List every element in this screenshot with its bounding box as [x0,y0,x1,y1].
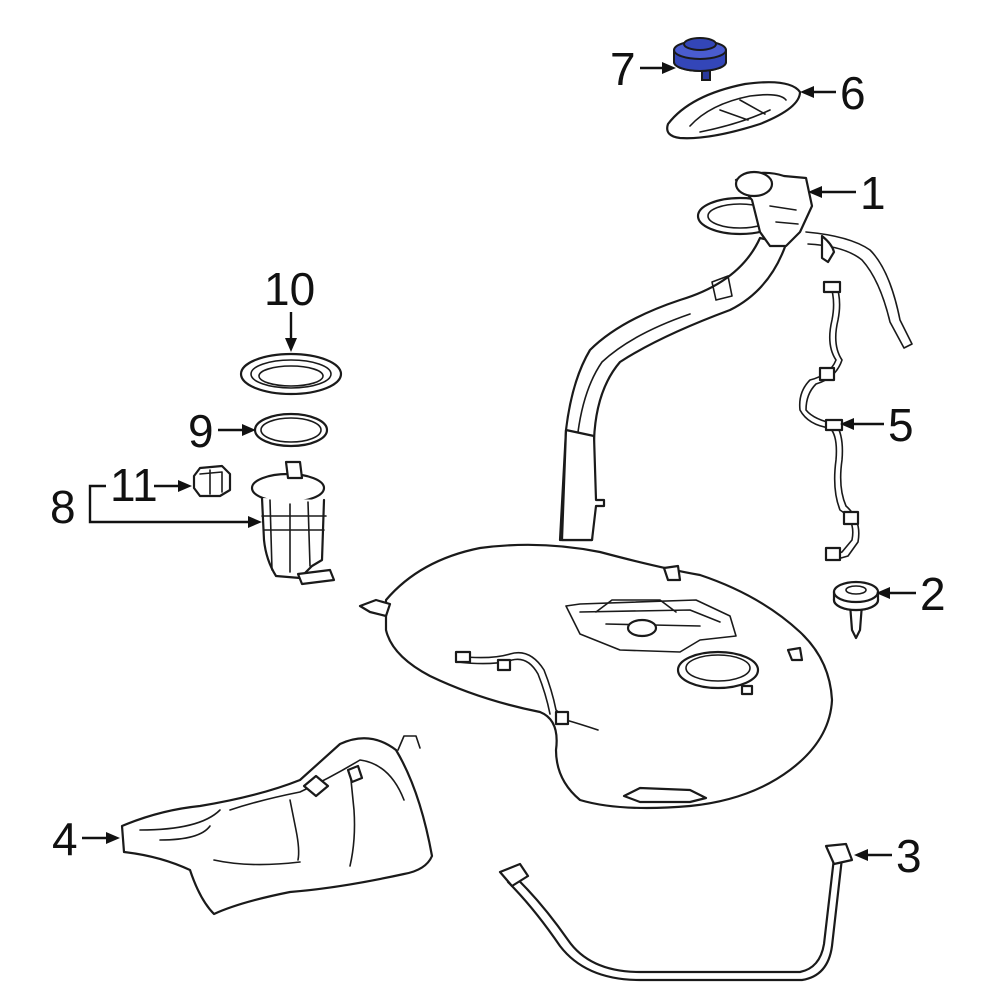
callout-7: 7 [610,43,636,95]
callout-11: 11 [110,459,158,511]
part-5-wire-harness[interactable] [798,280,860,562]
callout-10: 10 [264,263,316,315]
leader-lines [82,62,916,861]
callout-8: 8 [50,481,76,533]
part-9-o-ring[interactable] [253,412,329,448]
callout-3: 3 [896,830,922,882]
callout-9: 9 [188,405,214,457]
callout-6: 6 [840,67,866,119]
fuel-tank[interactable] [358,543,834,810]
part-4-heat-shield[interactable] [120,735,434,916]
part-2-grommet[interactable] [832,580,880,640]
part-10-lock-ring[interactable] [239,352,343,396]
part-8-fuel-pump[interactable] [250,460,336,586]
part-3-tank-strap[interactable] [498,842,854,982]
callout-4: 4 [52,813,78,865]
part-7-cap[interactable] [673,37,727,81]
callout-5: 5 [888,399,914,451]
callout-2: 2 [920,568,946,620]
part-6-cover-plate[interactable] [666,81,802,140]
callout-1: 1 [860,167,886,219]
part-1-filler-neck[interactable] [558,170,913,542]
part-11-clip[interactable] [192,464,232,498]
